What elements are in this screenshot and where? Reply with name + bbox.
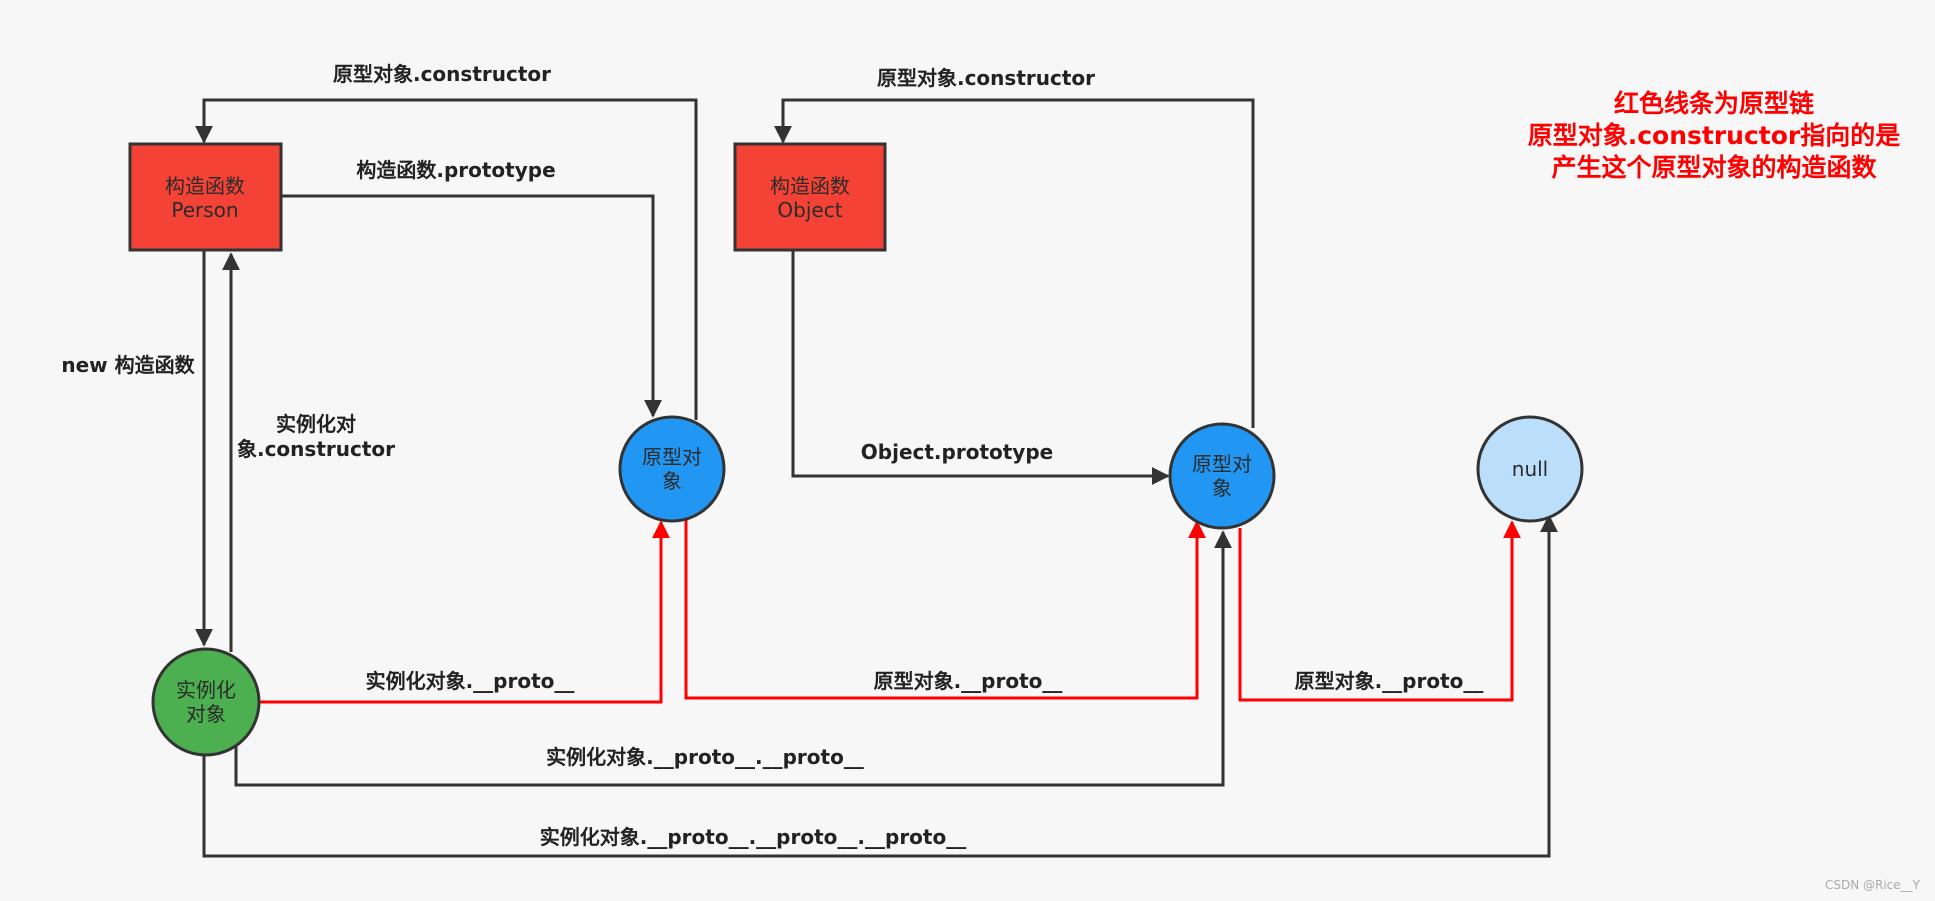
edge-instance-proto bbox=[258, 520, 670, 704]
watermark: CSDN @Rice__Y bbox=[1825, 878, 1921, 892]
label-instance-proto-proto: 实例化对象.__proto__.__proto__ bbox=[546, 745, 864, 769]
person-constructor-label-1: 构造函数 bbox=[165, 174, 245, 198]
edge-instance-proto-proto bbox=[234, 530, 1232, 787]
person-prototype-label-2: 象 bbox=[662, 469, 682, 493]
label-person-proto-constructor: 原型对象.constructor bbox=[333, 62, 551, 86]
node-null: null bbox=[1476, 415, 1584, 523]
label-object-prototype: Object.prototype bbox=[861, 440, 1053, 464]
note-line-1: 红色线条为原型链 bbox=[1614, 89, 1814, 118]
object-constructor-label-1: 构造函数 bbox=[770, 174, 850, 198]
label-object-proto-constructor: 原型对象.constructor bbox=[877, 66, 1095, 90]
label-instance-proto: 实例化对象.__proto__ bbox=[366, 669, 575, 693]
edges-normal bbox=[195, 98, 1558, 858]
edge-person-proto-constructor bbox=[195, 98, 698, 420]
object-prototype-label-2: 象 bbox=[1212, 476, 1232, 500]
label-instance-proto-proto-proto: 实例化对象.__proto__.__proto__.__proto__ bbox=[540, 825, 966, 849]
null-label: null bbox=[1512, 457, 1548, 481]
node-person-prototype: 原型对 象 bbox=[618, 415, 726, 523]
edge-person-proto-proto bbox=[684, 520, 1206, 700]
instance-label-1: 实例化 bbox=[176, 678, 236, 702]
edges-prototype-chain bbox=[258, 520, 1521, 704]
object-prototype-label-1: 原型对 bbox=[1192, 452, 1252, 476]
person-constructor-label-2: Person bbox=[171, 198, 238, 222]
note-line-3: 产生这个原型对象的构造函数 bbox=[1551, 153, 1877, 182]
node-object-prototype: 原型对 象 bbox=[1168, 422, 1276, 530]
label-person-prototype: 构造函数.prototype bbox=[356, 158, 555, 182]
edge-labels: 原型对象.constructor 原型对象.constructor 构造函数.p… bbox=[61, 62, 1483, 849]
label-instance-constructor-2: 象.constructor bbox=[237, 437, 395, 461]
edge-object-prototype bbox=[791, 250, 1170, 485]
label-new-constructor: new 构造函数 bbox=[61, 353, 195, 377]
label-object-proto-proto: 原型对象.__proto__ bbox=[1295, 669, 1484, 693]
person-prototype-label-1: 原型对 bbox=[642, 445, 702, 469]
node-instance: 实例化 对象 bbox=[151, 647, 261, 757]
instance-label-2: 对象 bbox=[186, 702, 226, 726]
edge-object-proto-constructor bbox=[774, 98, 1255, 428]
node-person-constructor: 构造函数 Person bbox=[128, 142, 283, 252]
edge-object-proto-proto bbox=[1238, 520, 1521, 702]
edge-instance-proto-proto-proto bbox=[202, 514, 1558, 858]
legend-note: 红色线条为原型链 原型对象.constructor指向的是 产生这个原型对象的构… bbox=[1528, 89, 1901, 182]
note-line-2: 原型对象.constructor指向的是 bbox=[1528, 121, 1901, 150]
label-person-proto-proto: 原型对象.__proto__ bbox=[874, 669, 1063, 693]
node-object-constructor: 构造函数 Object bbox=[733, 142, 887, 252]
label-instance-constructor-1: 实例化对 bbox=[276, 412, 356, 436]
object-constructor-label-2: Object bbox=[777, 198, 842, 222]
edge-person-prototype bbox=[281, 194, 662, 418]
